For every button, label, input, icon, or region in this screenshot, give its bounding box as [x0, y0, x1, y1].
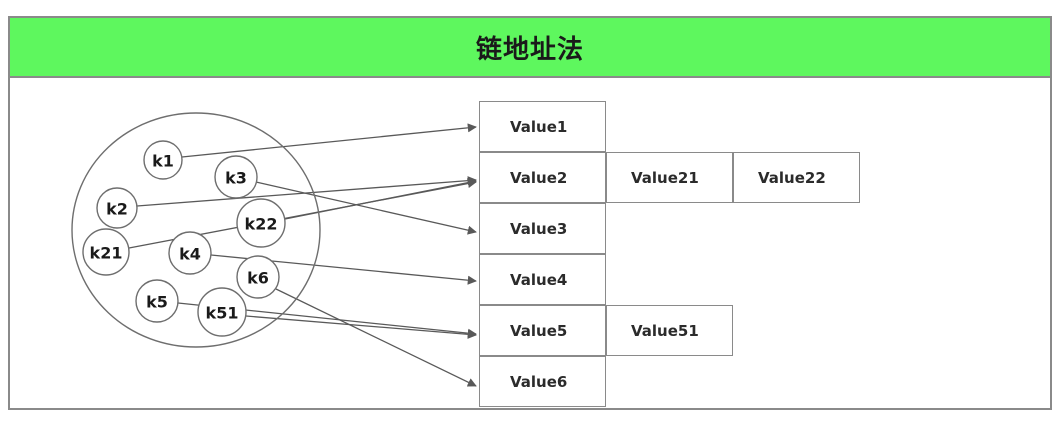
page-title: 链地址法	[475, 34, 584, 65]
diagram-header: 链地址法	[8, 16, 1052, 78]
bucket-chain-cell-2-1: Value21	[606, 152, 733, 203]
bucket-head-cell-1: Value1	[479, 101, 606, 152]
bucket-chain-cell-5-1: Value51	[606, 305, 733, 356]
bucket-head-cell-2: Value2	[479, 152, 606, 203]
bucket-head-cell-4: Value4	[479, 254, 606, 305]
bucket-chain-cell-2-2: Value22	[733, 152, 860, 203]
bucket-head-cell-3: Value3	[479, 203, 606, 254]
bucket-head-cell-6: Value6	[479, 356, 606, 407]
bucket-head-cell-5: Value5	[479, 305, 606, 356]
